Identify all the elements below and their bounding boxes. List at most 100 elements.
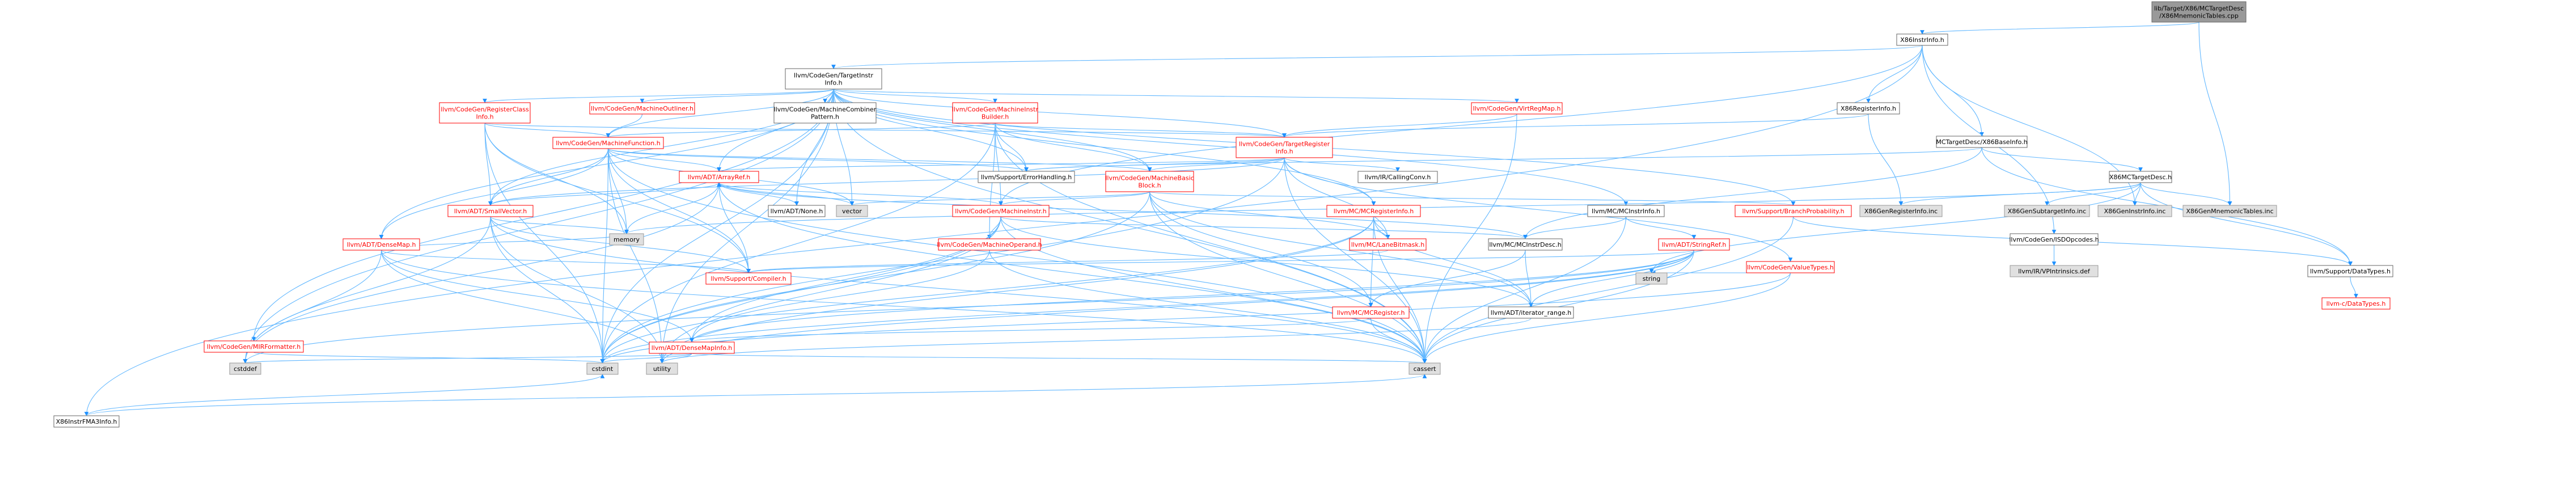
node-label-registerclassinfo-0: llvm/CodeGen/RegisterClass [441,106,529,113]
edge-machineinstrbuilder-to-machinefunction [606,123,996,138]
edge-mirformatter-to-cstdint [253,352,604,364]
node-box-memory [609,233,644,246]
edge-registerclassinfo-to-machinefunction [484,123,611,138]
node-x86subtargetinfoinc[interactable]: X86GenSubtargetInfo.inc [2004,205,2090,217]
node-vpintrinsicsdef[interactable]: llvm/IR/VPIntrinsics.def [2010,265,2099,277]
node-box-utility [646,362,678,375]
node-label-x86subtargetinfoinc-0: X86GenSubtargetInfo.inc [2008,208,2086,215]
node-box-iteratorrange [1488,306,1574,319]
edge-machinebasicblock-to-machineinstr [999,191,1150,206]
node-box-arrayref [679,171,759,183]
node-smallvector[interactable]: llvm/ADT/SmallVector.h [447,205,534,217]
node-label-virtregmap-0: llvm/CodeGen/VirtRegMap.h [1473,105,1561,112]
node-box-x86instrinfo [1896,33,1948,46]
node-cstdint[interactable]: cstdint [586,362,619,375]
edge-machinefunction-to-compiler [607,148,751,273]
node-branchprobability[interactable]: llvm/Support/BranchProbability.h [1735,205,1852,217]
edge-arrayref-to-cstddef [243,182,720,364]
edge-mcinstrdesc-to-iteratorrange [1525,250,1533,307]
node-mirformatter[interactable]: llvm/CodeGen/MIRFormatter.h [204,340,304,353]
node-cdatatypes[interactable]: llvm-c/DataTypes.h [2321,297,2391,310]
node-box-x86registerinfoinc [1859,205,1943,217]
node-errorhandling[interactable]: llvm/Support/ErrorHandling.h [978,171,1075,183]
node-label-x86mnemonictablesinc-0: X86GenMnemonicTables.inc [2186,208,2273,215]
node-virtregmap[interactable]: llvm/CodeGen/VirtRegMap.h [1471,102,1563,115]
node-box-isdopcodes [2010,233,2099,246]
edge-valuetypes-to-cassert [1422,272,1791,364]
node-arrayref[interactable]: llvm/ADT/ArrayRef.h [679,171,759,183]
node-box-x86instrfma3info [53,415,120,428]
node-mcinstrdesc[interactable]: llvm/MC/MCInstrDesc.h [1488,238,1563,251]
node-memory[interactable]: memory [609,233,644,246]
node-densemapinfo[interactable]: llvm/ADT/DenseMapInfo.h [649,341,735,354]
node-label-registerclassinfo-1: Info.h [476,113,493,121]
node-label-cstddef-0: cstddef [234,365,257,373]
node-label-cstdint-0: cstdint [592,365,614,373]
node-supportdatatypes[interactable]: llvm/Support/DataTypes.h [2307,265,2393,277]
edge-machinebasicblock-to-branchprobability [1149,191,1795,206]
node-cstddef[interactable]: cstddef [229,362,261,375]
node-machineoperand[interactable]: llvm/CodeGen/MachineOperand.h [937,238,1042,251]
node-utility[interactable]: utility [646,362,678,375]
node-cassert[interactable]: cassert [1408,362,1441,375]
node-root[interactable]: lib/Target/X86/MCTargetDesc/X86MnemonicT… [2151,1,2247,23]
node-machineinstr[interactable]: llvm/CodeGen/MachineInstr.h [952,205,1050,217]
node-x86registerinfoinc[interactable]: X86GenRegisterInfo.inc [1859,205,1943,217]
node-x86mctargetdesc[interactable]: X86MCTargetDesc.h [2109,171,2172,183]
node-x86instrinfo[interactable]: X86InstrInfo.h [1896,33,1948,46]
edge-targetinstrinfo-to-virtregmap [833,88,1519,103]
edge-machineinstrbuilder-to-targetregisterinfo [995,123,1287,138]
edge-supportdatatypes-to-cdatatypes [2350,276,2358,298]
node-compiler[interactable]: llvm/Support/Compiler.h [705,272,792,285]
node-label-targetregisterinfo-1: Info.h [1275,148,1293,155]
edge-targetregisterinfo-to-machinebasicblock [1147,157,1285,172]
node-mcregister[interactable]: llvm/MC/MCRegister.h [1332,306,1410,319]
node-iteratorrange[interactable]: llvm/ADT/iterator_range.h [1488,306,1574,319]
node-isdopcodes[interactable]: llvm/CodeGen/ISDOpcodes.h [2009,233,2099,246]
edge-mcregister-to-cassert [1370,318,1427,364]
node-x86instrinfoinc[interactable]: X86GenInstrInfo.inc [2097,205,2172,217]
node-label-mcinstrinfo-0: llvm/MC/MCInstrInfo.h [1592,208,1660,215]
node-label-machineoutliner-0: llvm/CodeGen/MachineOutliner.h [591,105,693,112]
node-string[interactable]: string [1635,272,1668,285]
edge-machinefunction-to-smallvector [488,148,609,206]
node-none[interactable]: llvm/ADT/None.h [768,205,826,217]
edge-x86instrinfo-to-x86instrfma3info [84,45,1923,416]
node-label-x86mctargetdesc-0: X86MCTargetDesc.h [2109,174,2172,181]
edge-stringref-to-compiler [746,250,1695,273]
edge-x86mctargetdesc-to-x86mnemonictablesinc [2140,182,2232,206]
edge-x86mctargetdesc-to-string [1649,182,2141,273]
node-callingconv[interactable]: llvm/IR/CallingConv.h [1357,171,1438,183]
node-machinefunction[interactable]: llvm/CodeGen/MachineFunction.h [552,137,664,149]
node-mcregisterinfo[interactable]: llvm/MC/MCRegisterInfo.h [1326,205,1421,217]
edge-root-to-x86instrinfo [1920,22,2199,35]
node-stringref[interactable]: llvm/ADT/StringRef.h [1658,238,1730,251]
node-box-targetinstrinfo [785,68,882,90]
node-vector[interactable]: vector [836,205,868,217]
node-x86baseinfo[interactable]: MCTargetDesc/X86BaseInfo.h [1936,136,2028,148]
node-densemap[interactable]: llvm/ADT/DenseMap.h [342,238,420,251]
edge-x86registerinfo-to-x86registerinfoinc [1868,113,1904,206]
node-x86registerinfo[interactable]: X86RegisterInfo.h [1837,102,1900,115]
node-box-cdatatypes [2321,297,2391,310]
edge-densemapinfo-to-cassert [691,353,1427,364]
edge-mcinstrinfo-to-mcinstrdesc [1523,216,1627,239]
node-lanebitmask[interactable]: llvm/MC/LaneBitmask.h [1349,238,1427,251]
node-box-supportdatatypes [2307,265,2393,277]
node-machineoutliner[interactable]: llvm/CodeGen/MachineOutliner.h [589,102,695,115]
node-box-registerclassinfo [439,102,531,124]
edge-densemapinfo-to-cstdint [600,353,692,364]
node-x86instrfma3info[interactable]: X86InstrFMA3Info.h [53,415,120,428]
edge-machineinstrbuilder-to-machinebasicblock [995,123,1152,172]
node-box-x86mnemonictablesinc [2182,205,2277,217]
node-valuetypes[interactable]: llvm/CodeGen/ValueTypes.h [1746,261,1835,273]
edge-stringref-to-cstdint [600,250,1695,364]
node-x86mnemonictablesinc[interactable]: X86GenMnemonicTables.inc [2182,205,2277,217]
node-mcinstrinfo[interactable]: llvm/MC/MCInstrInfo.h [1587,205,1665,217]
